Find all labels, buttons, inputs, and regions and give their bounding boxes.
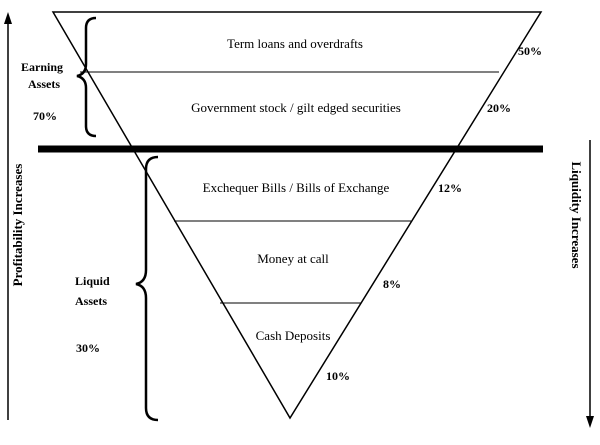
liquid-assets-label-line1: Liquid — [75, 274, 110, 288]
layer-pct-government-stock: 20% — [487, 101, 511, 115]
liquidity-arrow — [586, 140, 594, 428]
profitability-label: Profitability Increases — [10, 164, 25, 287]
asset-pyramid-outline — [51, 11, 543, 420]
layer-label-exchequer-bills: Exchequer Bills / Bills of Exchange — [203, 180, 390, 195]
liquid-assets-pct: 30% — [76, 341, 100, 355]
earning-assets-brace — [76, 16, 97, 138]
earning-assets-label-line2: Assets — [28, 77, 60, 91]
layer-label-money-at-call: Money at call — [257, 251, 329, 266]
profitability-arrow — [4, 12, 12, 420]
liquid-assets-label-line2: Assets — [75, 294, 107, 308]
earning-assets-label-line1: Earning — [21, 60, 63, 74]
layer-pct-money-at-call: 8% — [383, 277, 401, 291]
layer-pct-cash-deposits: 10% — [326, 369, 350, 383]
layer-pct-term-loans: 50% — [518, 44, 542, 58]
earning-assets-pct: 70% — [33, 109, 57, 123]
layer-pct-exchequer-bills: 12% — [438, 181, 462, 195]
liquid-assets-brace — [135, 155, 159, 422]
liquidity-label: Liquidity Increases — [569, 161, 584, 268]
layer-label-cash-deposits: Cash Deposits — [256, 328, 331, 343]
layer-label-term-loans: Term loans and overdrafts — [227, 36, 363, 51]
layer-label-government-stock: Government stock / gilt edged securities — [191, 100, 401, 115]
